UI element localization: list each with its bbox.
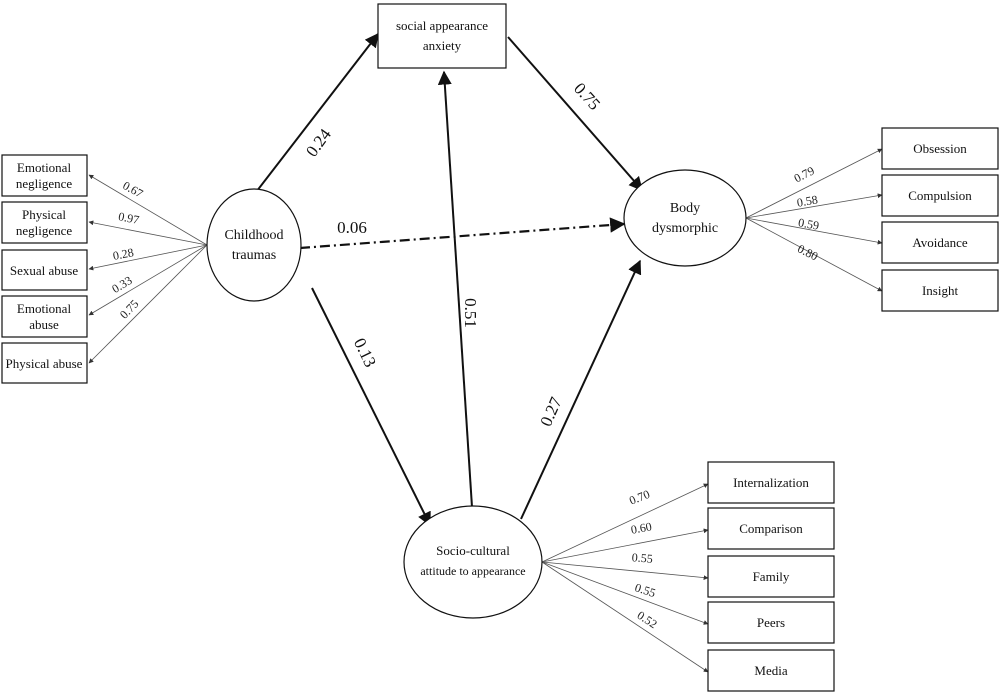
loading-emotional-abuse: 0.33 <box>109 273 134 296</box>
latent-body-line1: Body <box>670 201 700 216</box>
path-socio-to-body <box>520 259 642 520</box>
loading-arrow-insight <box>745 217 883 292</box>
indicator-internalization-label: Internalization <box>733 475 809 490</box>
coef-childhood-to-social: 0.24 <box>302 125 335 161</box>
loading-peers: 0.55 <box>633 580 657 600</box>
path-socio-to-social <box>437 70 473 508</box>
loading-arrow-obsession <box>745 148 883 219</box>
loading-arrow-physical-negligence <box>88 220 208 246</box>
loading-avoidance: 0.59 <box>797 215 820 232</box>
indicator-physical-abuse: Physical abuse <box>1 342 88 384</box>
indicator-insight: Insight <box>881 269 999 312</box>
node-social-line1: social appearance <box>396 18 488 33</box>
indicator-avoidance: Avoidance <box>881 221 999 264</box>
coef-childhood-to-socio: 0.13 <box>350 335 380 370</box>
latent-childhood-line2: traumas <box>232 248 276 263</box>
latent-childhood-traumas: Childhood traumas <box>206 188 302 302</box>
indicator-physical-negligence: Physical negligence <box>1 201 88 244</box>
coef-socio-to-social: 0.51 <box>461 298 480 328</box>
latent-childhood-line1: Childhood <box>224 228 283 243</box>
indicator-physical-abuse-label: Physical abuse <box>6 356 83 371</box>
loading-comparison: 0.60 <box>630 519 653 536</box>
loading-physical-abuse: 0.75 <box>117 297 142 322</box>
indicator-obsession: Obsession <box>881 127 999 170</box>
loading-media: 0.52 <box>635 608 660 631</box>
loading-physical-negligence: 0.97 <box>117 209 140 227</box>
loading-emotional-negligence: 0.67 <box>120 178 145 200</box>
indicator-emotional-negligence-line2: negligence <box>16 176 73 191</box>
loading-arrow-emotional-abuse <box>88 244 208 316</box>
path-childhood-to-social <box>252 32 379 197</box>
loading-internalization: 0.70 <box>627 487 652 508</box>
indicator-emotional-negligence-line1: Emotional <box>17 160 72 175</box>
latent-socio-line1: Socio-cultural <box>436 543 510 558</box>
indicator-sexual-abuse-label: Sexual abuse <box>10 263 78 278</box>
loading-arrow-physical-abuse <box>88 244 208 364</box>
path-childhood-to-socio <box>311 287 431 527</box>
indicator-physical-negligence-line2: negligence <box>16 223 73 238</box>
loading-insight: 0.80 <box>795 241 820 263</box>
loading-arrow-avoidance <box>745 217 883 245</box>
indicator-emotional-abuse-line2: abuse <box>29 317 59 332</box>
indicator-obsession-label: Obsession <box>913 141 967 156</box>
indicator-compulsion: Compulsion <box>881 174 999 217</box>
indicator-insight-label: Insight <box>922 283 959 298</box>
path-childhood-to-body <box>299 217 626 250</box>
indicator-media: Media <box>707 649 835 692</box>
indicator-emotional-abuse-line1: Emotional <box>17 301 72 316</box>
indicator-internalization: Internalization <box>707 461 835 504</box>
latent-socio-line2: attitude to appearance <box>420 564 525 578</box>
loading-sexual-abuse: 0.28 <box>112 245 135 263</box>
indicator-emotional-abuse: Emotional abuse <box>1 295 88 338</box>
loading-arrow-family <box>541 561 709 580</box>
loading-arrow-comparison <box>541 528 709 563</box>
indicator-family: Family <box>707 555 835 598</box>
coef-social-to-body: 0.75 <box>570 79 604 114</box>
loading-arrow-emotional-negligence <box>88 174 208 246</box>
indicator-physical-negligence-line1: Physical <box>22 207 66 222</box>
loading-compulsion: 0.58 <box>796 192 819 209</box>
indicator-compulsion-label: Compulsion <box>908 188 972 203</box>
coef-socio-to-body: 0.27 <box>536 394 566 429</box>
latent-body-dysmorphic: Body dysmorphic <box>623 169 747 267</box>
node-social-appearance-anxiety: social appearance anxiety <box>377 3 507 69</box>
loading-arrow-internalization <box>541 483 709 563</box>
latent-body-line2: dysmorphic <box>652 221 718 236</box>
loading-arrow-compulsion <box>745 193 883 219</box>
loading-arrow-peers <box>541 561 709 625</box>
latent-socio-cultural: Socio-cultural attitude to appearance <box>403 505 543 619</box>
indicator-family-label: Family <box>753 569 790 584</box>
indicator-peers: Peers <box>707 601 835 644</box>
coef-childhood-to-body: 0.06 <box>337 218 367 237</box>
loading-obsession: 0.79 <box>792 163 817 185</box>
node-social-line2: anxiety <box>423 38 462 53</box>
loading-arrow-media <box>541 561 709 673</box>
indicator-media-label: Media <box>754 663 787 678</box>
indicator-sexual-abuse: Sexual abuse <box>1 249 88 291</box>
indicator-emotional-negligence: Emotional negligence <box>1 154 88 197</box>
loading-arrow-sexual-abuse <box>88 244 208 271</box>
indicator-avoidance-label: Avoidance <box>912 235 968 250</box>
indicator-comparison-label: Comparison <box>739 521 803 536</box>
indicator-peers-label: Peers <box>757 615 785 630</box>
path-social-to-body <box>507 36 643 192</box>
indicator-comparison: Comparison <box>707 507 835 550</box>
loading-family: 0.55 <box>631 550 653 565</box>
